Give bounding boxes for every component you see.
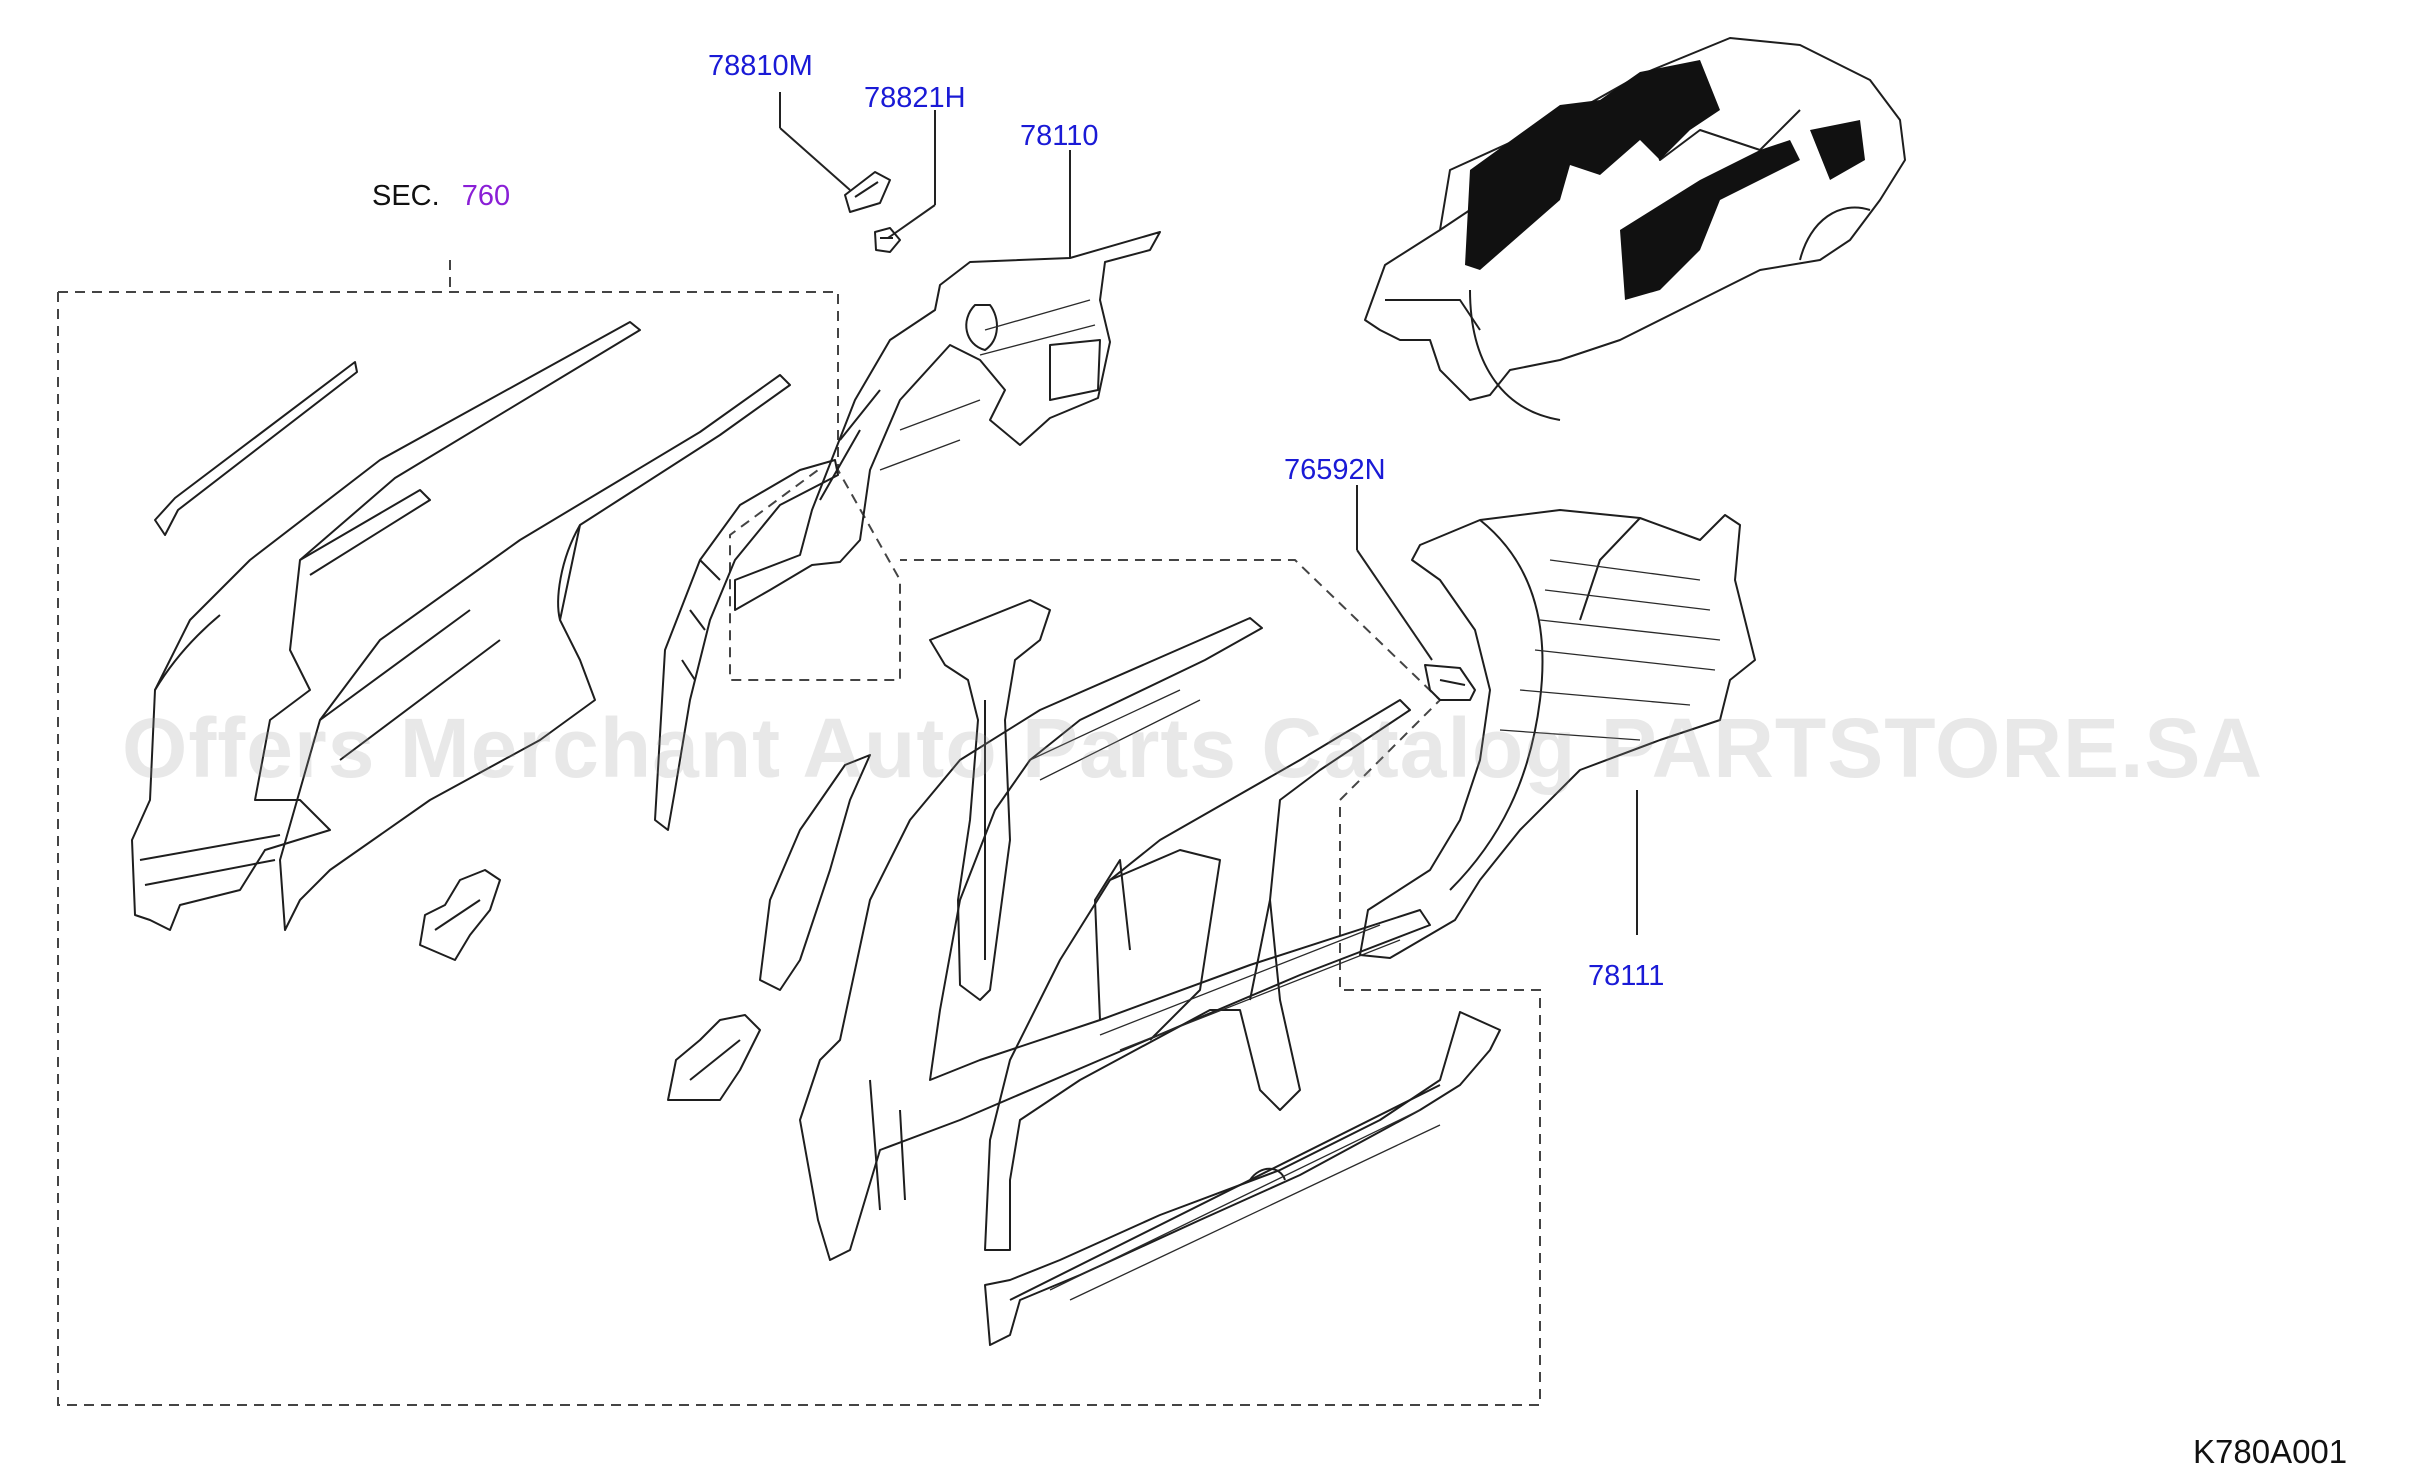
part-side-frame-rear[interactable] bbox=[984, 699, 1411, 1251]
section-760-boundary bbox=[57, 260, 1541, 1406]
part-78821H-clip[interactable] bbox=[874, 227, 901, 253]
section-reference: SEC. 760 bbox=[372, 180, 510, 213]
section-prefix: SEC. bbox=[372, 180, 440, 212]
callout-78110[interactable]: 78110 bbox=[1020, 120, 1099, 152]
part-78110-inner-panel[interactable] bbox=[734, 231, 1161, 611]
leader-lines bbox=[779, 92, 1638, 935]
part-78810M-cap[interactable] bbox=[844, 171, 891, 213]
part-a-pillar-inner[interactable] bbox=[654, 459, 839, 831]
part-lower-bracket-left[interactable] bbox=[419, 869, 501, 961]
panel-hatching bbox=[879, 299, 1721, 1301]
diagram-code: K780A001 bbox=[2193, 1433, 2348, 1470]
part-b-pillar-assembly[interactable] bbox=[759, 599, 1051, 1001]
callout-78810M[interactable]: 78810M bbox=[708, 50, 813, 82]
vehicle-highlight-fill bbox=[1465, 60, 1865, 300]
part-side-frame-center[interactable] bbox=[799, 617, 1431, 1261]
callout-78111[interactable]: 78111 bbox=[1588, 960, 1665, 992]
part-76592N-bracket[interactable] bbox=[1424, 664, 1476, 701]
part-lower-bracket-mid[interactable] bbox=[667, 1014, 761, 1101]
callout-78821H[interactable]: 78821H bbox=[864, 82, 966, 114]
part-roof-rail-strip[interactable] bbox=[154, 361, 358, 536]
callout-76592N[interactable]: 76592N bbox=[1284, 454, 1386, 486]
part-side-outer-front[interactable] bbox=[131, 321, 641, 931]
part-side-sill[interactable] bbox=[984, 1011, 1501, 1346]
section-760-link[interactable]: 760 bbox=[461, 180, 511, 212]
part-side-outer-mid[interactable] bbox=[279, 374, 791, 931]
part-78111-rear-quarter[interactable] bbox=[1359, 509, 1756, 959]
